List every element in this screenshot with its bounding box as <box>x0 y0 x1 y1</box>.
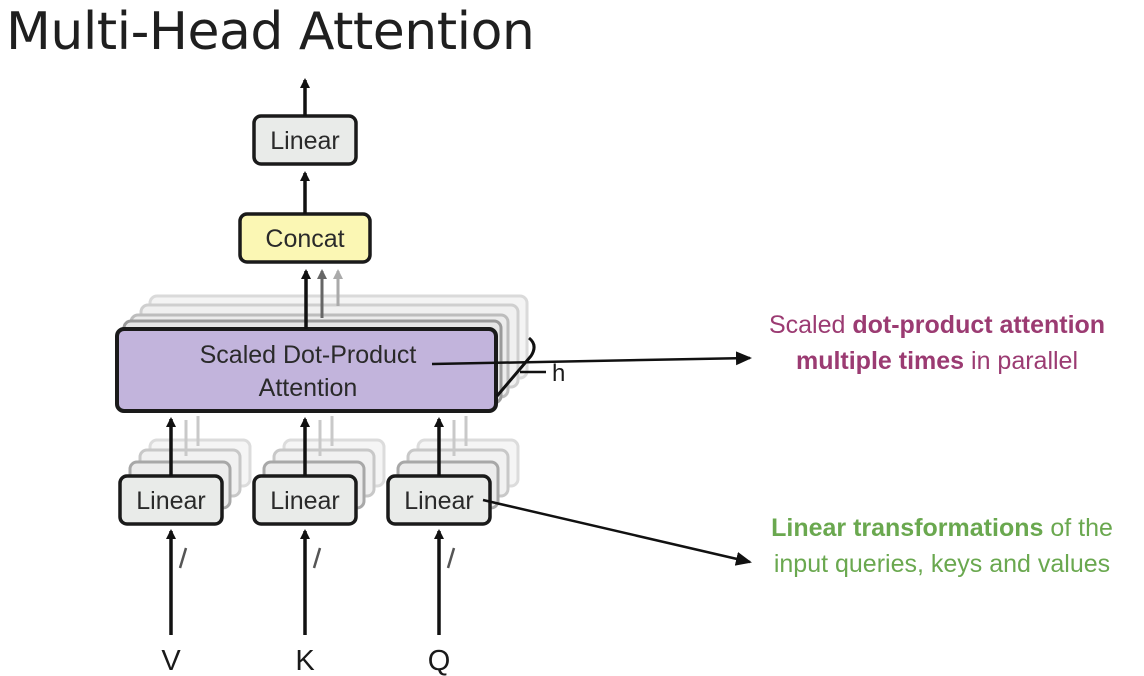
svg-text:h: h <box>552 360 565 387</box>
svg-text:Concat: Concat <box>265 225 344 253</box>
h-brace: h <box>495 336 565 397</box>
linear-to-attention-arrows <box>166 417 444 476</box>
input-arrows <box>166 529 456 635</box>
attention-annotation: Scaled dot-product attention multiple ti… <box>768 311 1106 375</box>
svg-text:Scaled Dot-Product: Scaled Dot-Product <box>200 341 417 369</box>
input-label-k: K <box>295 645 315 676</box>
attention-to-concat-arrows <box>301 269 343 329</box>
linear-annotation: Linear transformations of the input quer… <box>771 514 1113 578</box>
linear-pointer-line <box>482 498 752 566</box>
svg-text:Linear: Linear <box>270 127 340 155</box>
svg-text:Linear: Linear <box>404 487 474 515</box>
attention-pointer-line <box>431 351 752 366</box>
concat-box: Concat <box>238 212 372 264</box>
input-linear-v: Linear <box>118 474 224 526</box>
input-linear-q: Linear <box>386 474 492 526</box>
scaled-dot-product-attention-box: Scaled Dot-Product Attention <box>115 327 498 413</box>
input-linear-k: Linear <box>252 474 358 526</box>
svg-text:Linear: Linear <box>270 487 340 515</box>
input-label-v: V <box>161 645 181 676</box>
output-linear-box: Linear <box>252 114 358 166</box>
slide-title: Multi-Head Attention <box>6 2 535 62</box>
input-label-q: Q <box>428 645 451 676</box>
svg-text:Attention: Attention <box>259 374 358 402</box>
svg-text:Linear: Linear <box>136 487 206 515</box>
stack-connectors <box>184 416 468 456</box>
